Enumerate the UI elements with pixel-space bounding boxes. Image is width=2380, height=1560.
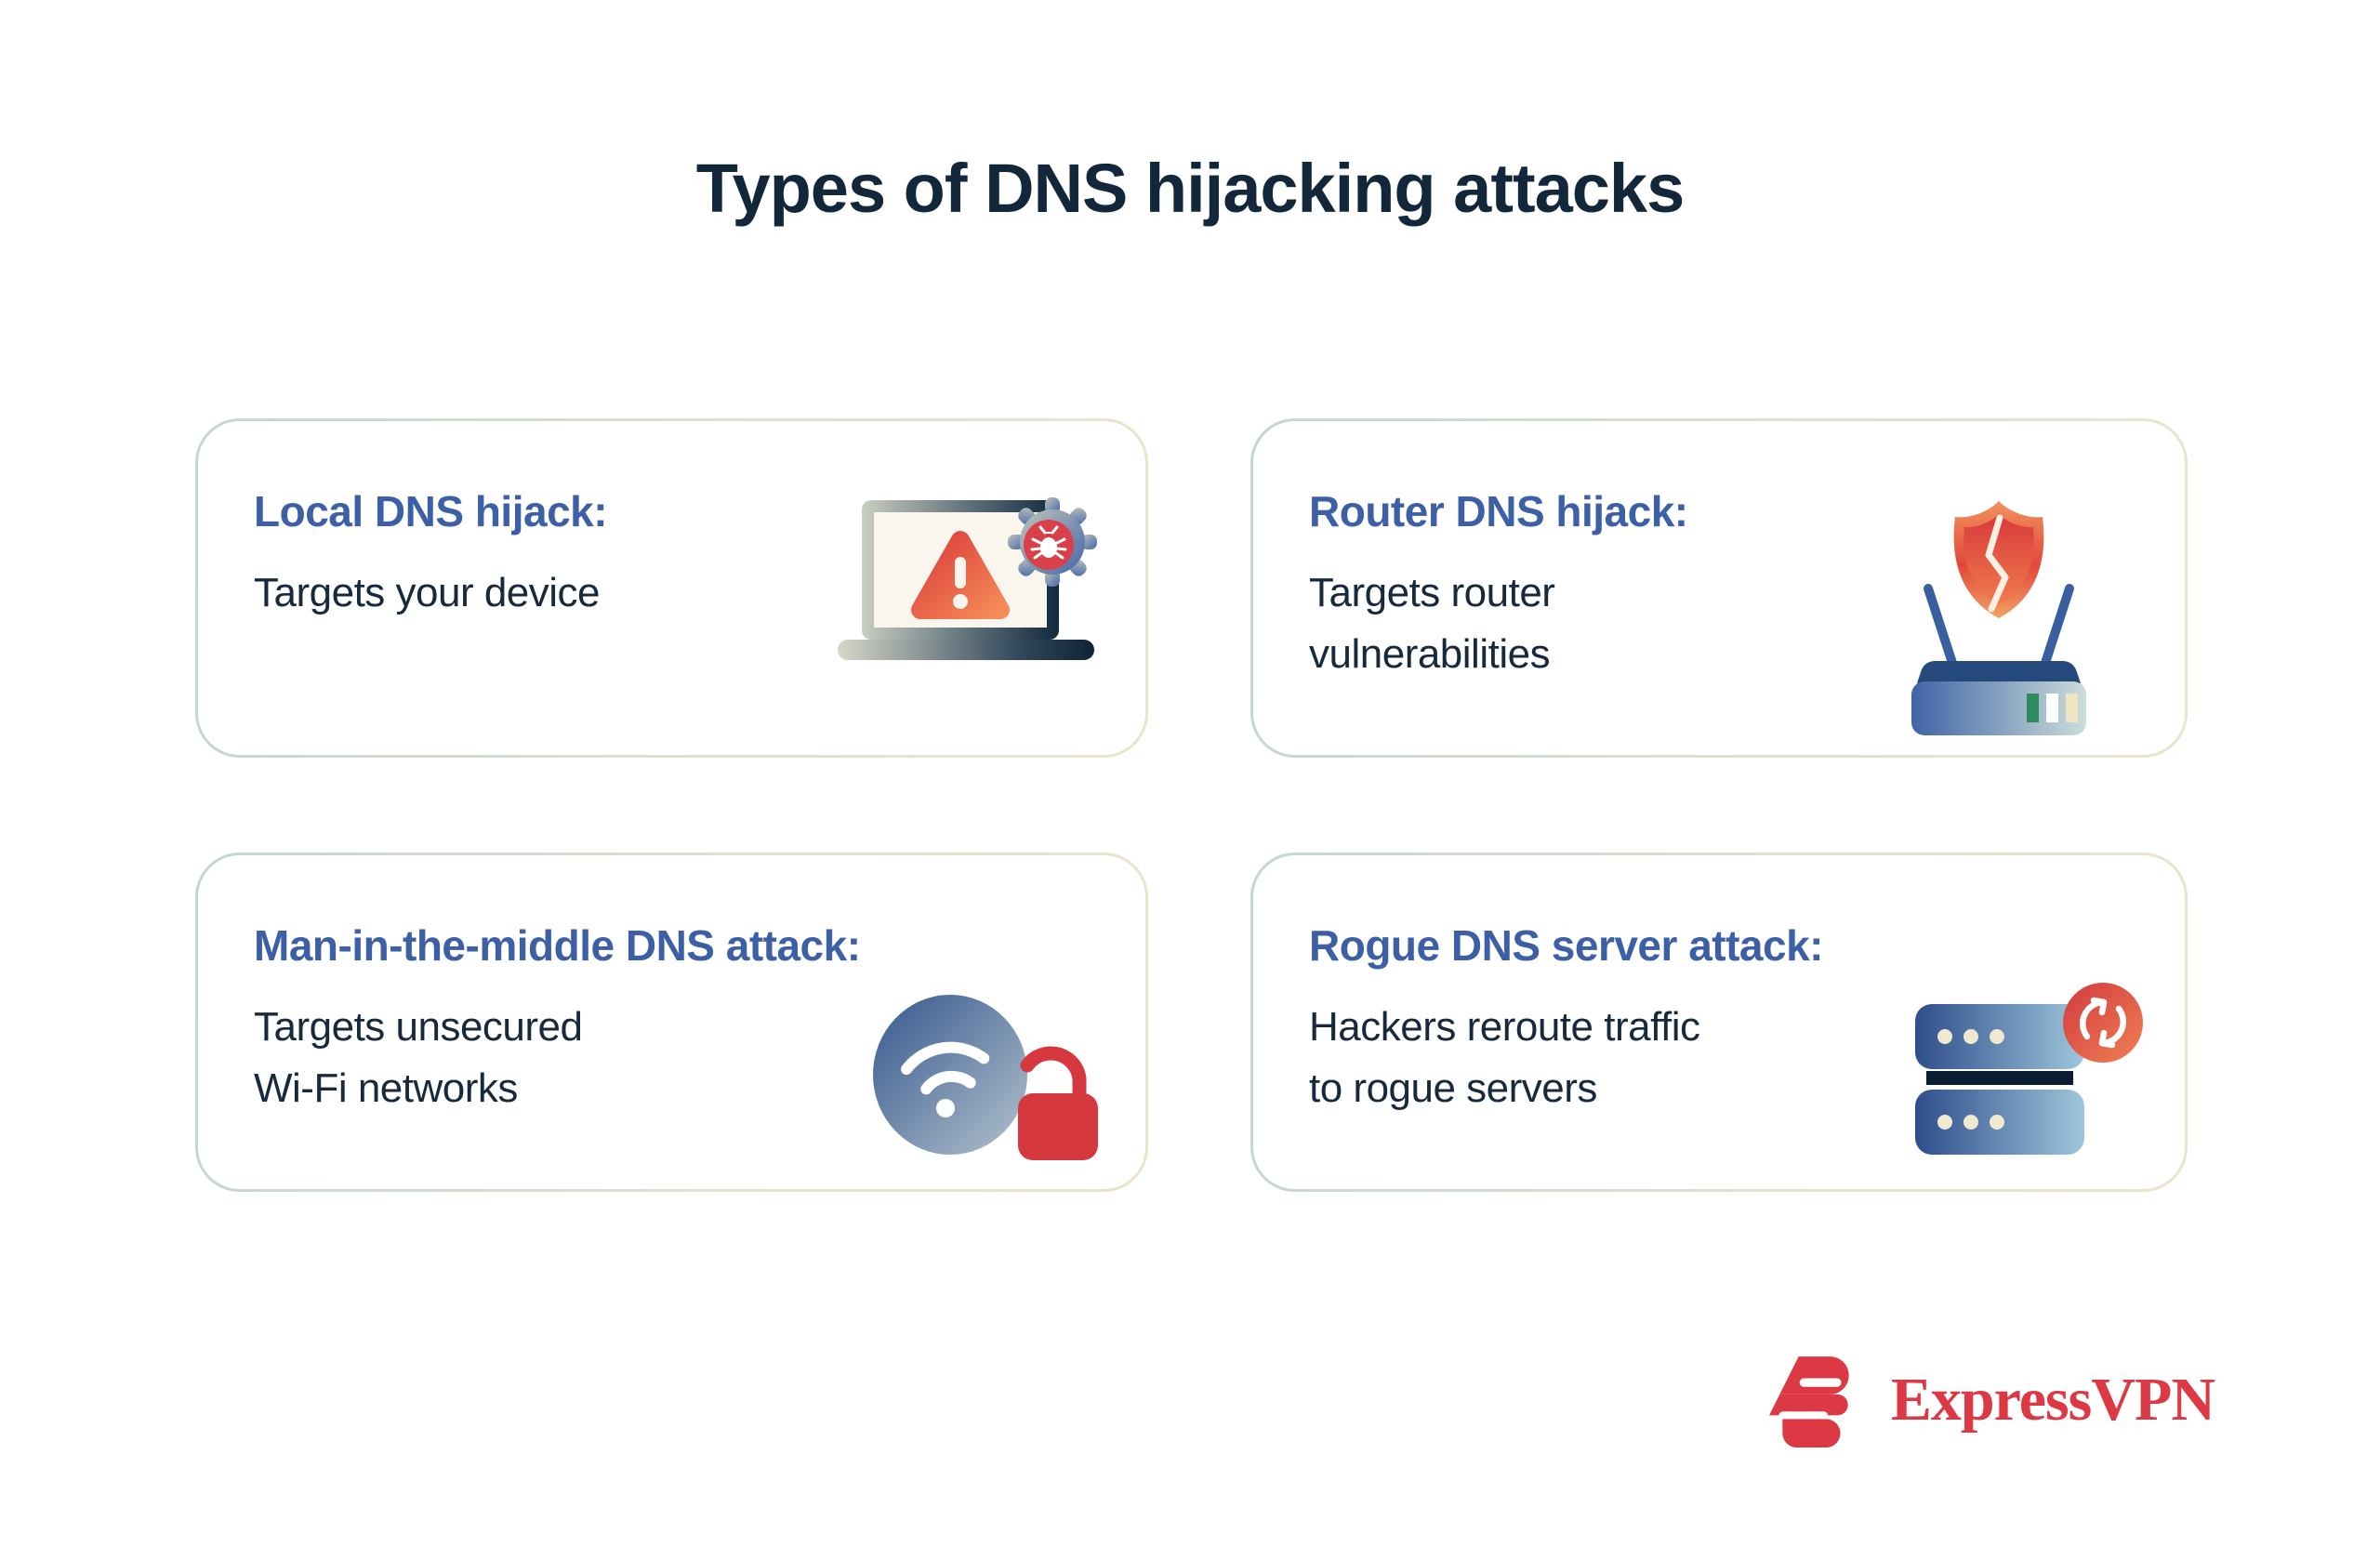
warning-triangle-icon (911, 531, 1010, 619)
card-content: Router DNS hijack: Targets router vulner… (1253, 421, 2185, 755)
router-icon (1911, 584, 2086, 735)
expressvpn-logo: ExpressVPN (1766, 1353, 2215, 1448)
gear-icon (1008, 497, 1097, 587)
card-content: Local DNS hijack: Targets your device (198, 421, 1145, 755)
card-body: Targets router vulnerabilities (1309, 570, 1555, 677)
server-reroute-icon (1908, 976, 2148, 1162)
card-content: Man-in-the-middle DNS attack: Targets un… (198, 855, 1145, 1189)
card-heading: Local DNS hijack: (254, 487, 608, 535)
card-heading: Router DNS hijack: (1309, 487, 1688, 535)
card-body: Targets unsecured Wi-Fi networks (254, 1004, 583, 1111)
card-local-dns-hijack: Local DNS hijack: Targets your device (195, 418, 1148, 758)
card-body: Hackers reroute traffic to rogue servers (1309, 1004, 1700, 1111)
card-heading: Rogue DNS server attack: (1309, 921, 1823, 970)
card-heading: Man-in-the-middle DNS attack: (254, 921, 861, 970)
server-stack-icon (1915, 1004, 2084, 1155)
router-broken-shield-icon (1887, 496, 2110, 737)
card-router-dns-hijack: Router DNS hijack: Targets router vulner… (1250, 418, 2188, 758)
card-body: Targets your device (254, 570, 601, 615)
card-content: Rogue DNS server attack: Hackers reroute… (1253, 855, 2185, 1189)
bug-icon (1030, 525, 1067, 560)
page-title: Types of DNS hijacking attacks (695, 150, 1686, 227)
open-lock-icon (1018, 1046, 1098, 1160)
laptop-malware-warning-icon (825, 486, 1104, 681)
wifi-icon (873, 995, 1027, 1155)
sync-icon (2063, 983, 2143, 1063)
card-rogue-dns-server-attack: Rogue DNS server attack: Hackers reroute… (1250, 853, 2188, 1192)
broken-shield-icon (1953, 501, 2044, 618)
card-mitm-dns-attack: Man-in-the-middle DNS attack: Targets un… (195, 853, 1148, 1192)
wifi-open-lock-icon (871, 993, 1104, 1170)
expressvpn-wordmark: ExpressVPN (1890, 1366, 2215, 1434)
expressvpn-logomark-icon (1768, 1356, 1849, 1448)
